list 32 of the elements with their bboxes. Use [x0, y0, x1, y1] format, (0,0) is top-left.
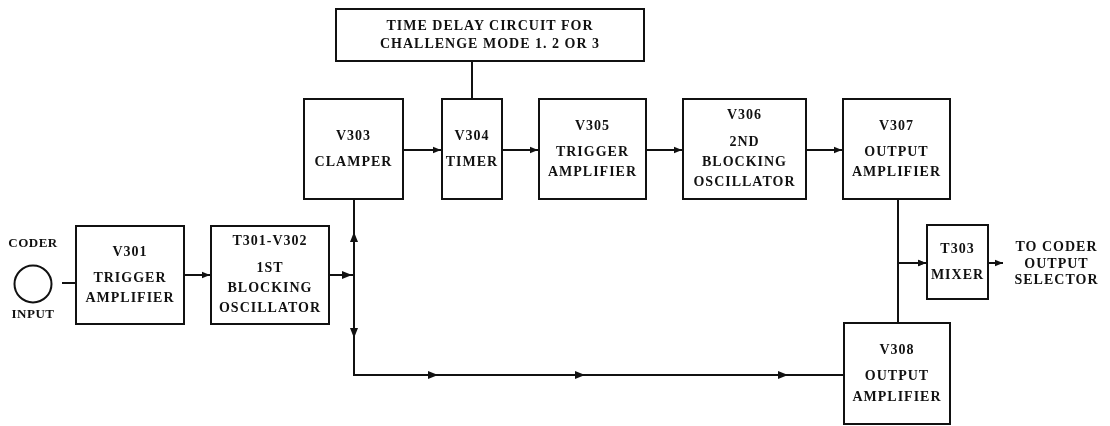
block-label: T303 — [940, 239, 975, 258]
block-label: V304 — [454, 126, 490, 145]
block-box — [682, 98, 807, 200]
block-label: TIME DELAY CIRCUIT FOR CHALLENGE MODE 1. 2 OR 3 — [379, 16, 601, 53]
block-label: V303 — [335, 126, 372, 145]
input-label: CODER — [7, 235, 59, 251]
block-box — [303, 98, 404, 200]
block-box — [210, 225, 330, 325]
block-box — [843, 322, 951, 425]
block-label: OUTPUT AMPLIFIER — [851, 142, 942, 182]
input-label: INPUT — [10, 306, 56, 322]
block-label: MIXER — [930, 266, 985, 284]
block-label: CLAMPER — [314, 153, 393, 171]
block-label: T301-V302 — [232, 232, 308, 251]
block-label: V301 — [112, 242, 148, 261]
block-label: V305 — [574, 116, 611, 135]
block-label: TIMER — [445, 153, 499, 171]
block-label: 2ND BLOCKING OSCILLATOR — [693, 132, 796, 192]
block-label: V307 — [878, 116, 915, 135]
block-box — [335, 8, 645, 62]
block-box — [441, 98, 503, 200]
block-box — [842, 98, 951, 200]
block-box — [926, 224, 989, 300]
block-label: 1ST BLOCKING OSCILLATOR — [218, 258, 322, 318]
block-label: V308 — [879, 341, 915, 360]
block-label: OUTPUT AMPLIFIER — [852, 367, 942, 406]
destination-label: TO CODER OUTPUT SELECTOR — [1013, 238, 1100, 290]
block-label: TRIGGER AMPLIFIER — [547, 142, 638, 182]
block-box — [538, 98, 647, 200]
block-label: V306 — [726, 106, 763, 125]
block-label: TRIGGER AMPLIFIER — [85, 268, 175, 308]
block-box — [75, 225, 185, 325]
